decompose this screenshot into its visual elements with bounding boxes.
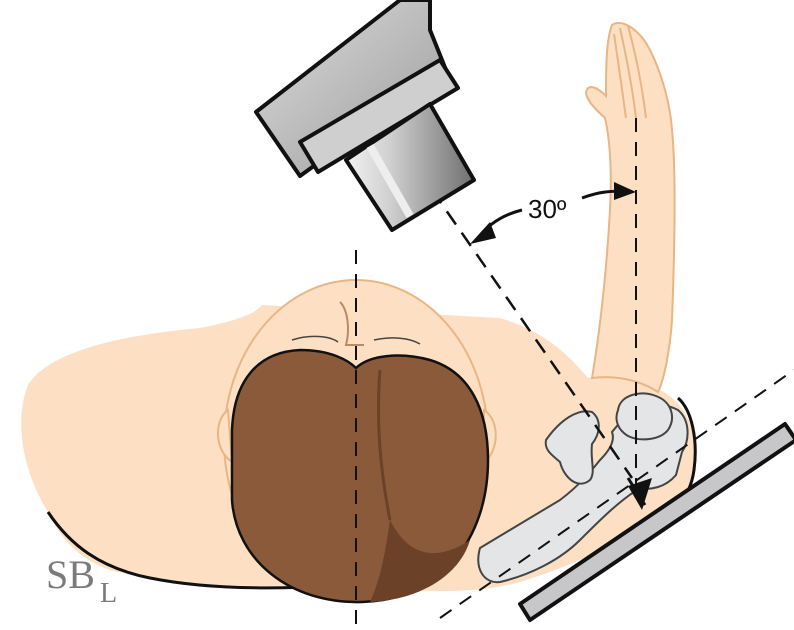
position-label-subscript: L xyxy=(100,578,117,609)
xray-tube xyxy=(256,0,474,230)
position-label: SB xyxy=(46,552,95,597)
angle-label: 30º xyxy=(528,194,567,224)
humerus-head xyxy=(616,394,672,440)
